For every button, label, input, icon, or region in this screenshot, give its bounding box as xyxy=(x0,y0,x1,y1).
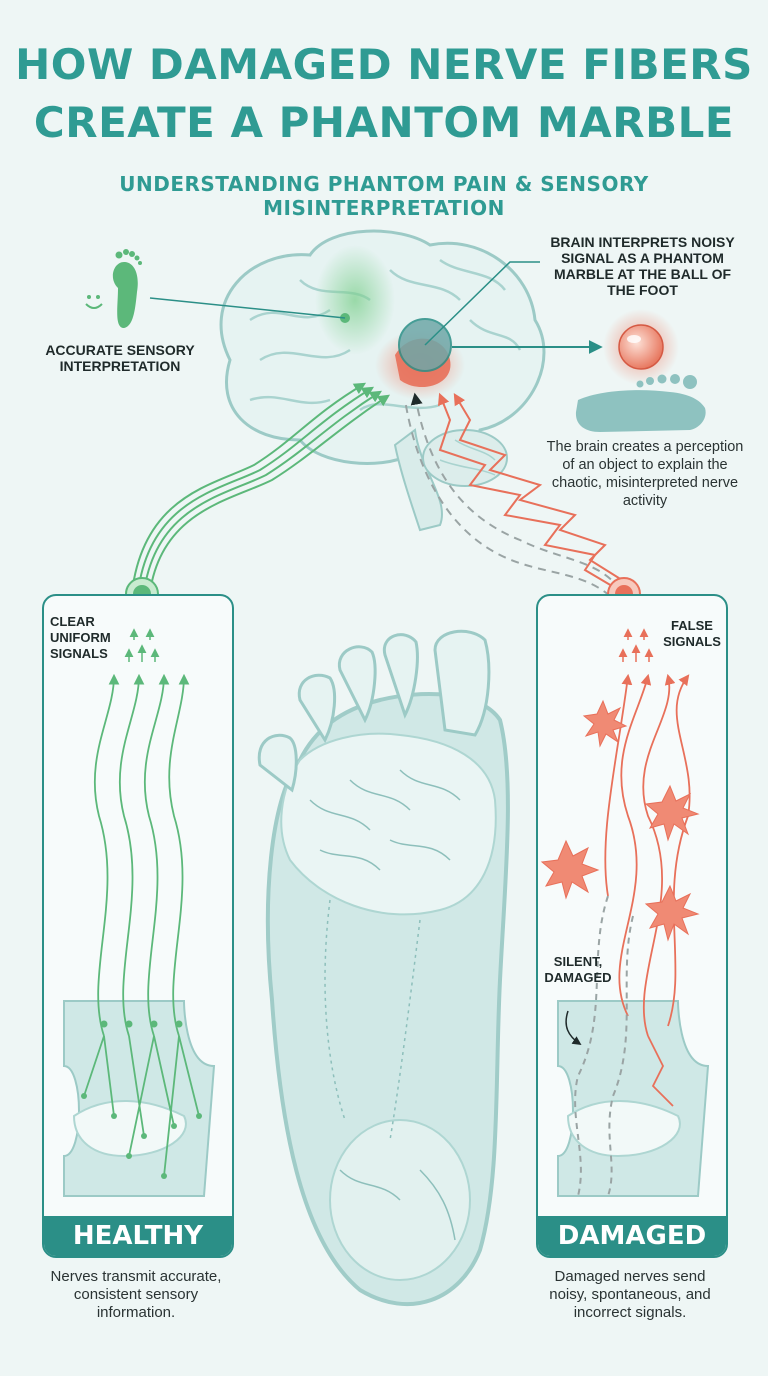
healthy-caption: Nerves transmit accurate, consistent sen… xyxy=(50,1268,222,1321)
healthy-panel: CLEAR UNIFORM SIGNALS HEALTHY xyxy=(42,594,234,1258)
foot-smile-icon xyxy=(85,249,142,328)
central-foot-illustration xyxy=(257,629,510,1307)
damaged-banner: DAMAGED xyxy=(538,1216,726,1256)
phantom-marble-icon xyxy=(603,309,679,385)
false-signals-label: FALSE SIGNALS xyxy=(663,618,721,649)
damaged-nerve-graphic xyxy=(540,628,710,1197)
healthy-banner: HEALTHY xyxy=(44,1216,232,1256)
damaged-panel: FALSE SIGNALS SILENT, DAMAGED DAMAGED xyxy=(536,594,728,1258)
foot-silhouette-icon xyxy=(575,374,706,432)
page-title-line-1: HOW DAMAGED NERVE FIBERS xyxy=(15,40,753,89)
silent-damaged-label: SILENT, DAMAGED xyxy=(544,954,612,985)
healthy-nerve-graphic xyxy=(63,628,216,1197)
damaged-caption: Damaged nerves send noisy, spontaneous, … xyxy=(549,1268,711,1321)
phantom-explanation-text: The brain creates a perception of an obj… xyxy=(546,439,744,509)
page-subtitle: UNDERSTANDING PHANTOM PAIN & SENSORY MIS… xyxy=(119,172,649,220)
healthy-nerve-pathway xyxy=(131,382,391,593)
damaged-nerve-pathway xyxy=(404,392,623,597)
clear-signals-label: CLEAR UNIFORM SIGNALS xyxy=(50,614,111,661)
phantom-interpretation-label: BRAIN INTERPRETS NOISY SIGNAL AS A PHANT… xyxy=(550,234,735,298)
accurate-interpretation-label: ACCURATE SENSORY INTERPRETATION xyxy=(45,342,195,374)
page-title-line-2: CREATE A PHANTOM MARBLE xyxy=(33,98,735,147)
